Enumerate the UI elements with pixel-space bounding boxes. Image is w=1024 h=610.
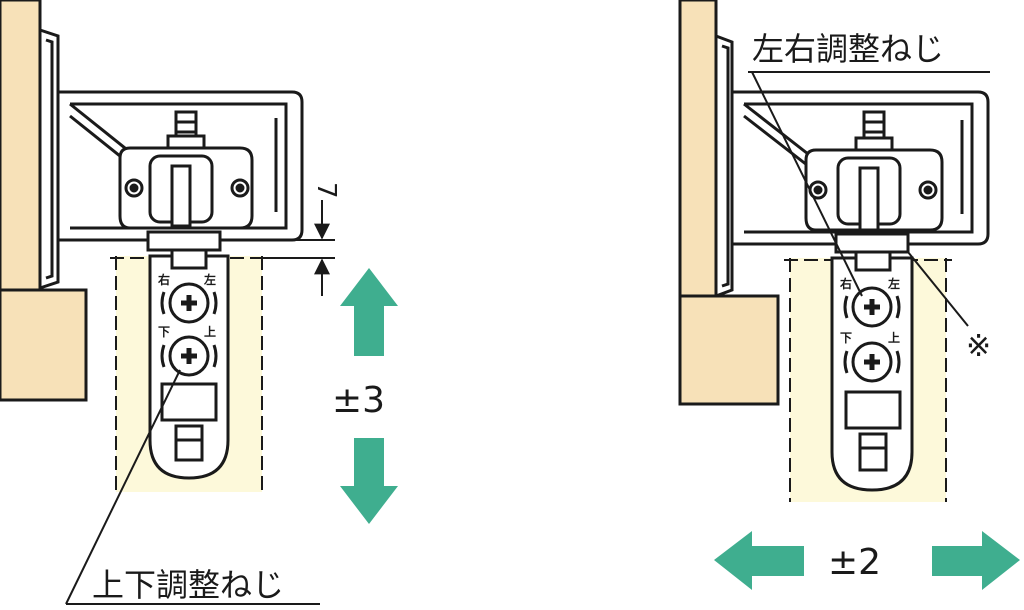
vertical-screw-label: 上下調整ねじ (92, 566, 284, 604)
vertical-range-label: ±3 (332, 380, 385, 421)
vertical-screw-icon (160, 335, 218, 377)
horizontal-screw-icon-right (843, 286, 901, 328)
note-mark: ※ (966, 329, 991, 364)
screw-mark-up-2: 上 (888, 330, 900, 345)
screw-mark-right-2: 右 (839, 276, 852, 291)
note-leader (907, 251, 969, 327)
screw-mark-left: 左 (203, 272, 216, 287)
horizontal-adjustment-diagram: 右 左 下 上 左右調整ねじ ※ ±2 (678, 0, 1020, 590)
horizontal-range-label: ±2 (828, 542, 881, 583)
screw-mark-left-2: 左 (887, 276, 900, 291)
hinge-block (118, 110, 254, 252)
vertical-arrows (340, 268, 398, 524)
hinge-block-right (804, 110, 944, 254)
dimension-line (262, 200, 335, 296)
right-arrow-icon (932, 531, 1020, 590)
mounting-plate-right (715, 34, 734, 298)
horizontal-screw-label: 左右調整ねじ (752, 30, 944, 68)
mounting-plate (39, 28, 60, 290)
up-arrow-icon (340, 268, 398, 356)
screw-mark-down: 下 (158, 325, 170, 339)
screw-mark-down-2: 下 (840, 331, 852, 345)
wall-frame-right (678, 0, 780, 406)
dimension-value: 7 (311, 182, 341, 199)
horizontal-screw-icon (160, 282, 218, 324)
down-arrow-icon (340, 438, 398, 524)
vertical-screw-icon-right (843, 341, 901, 383)
vertical-screw-leader (65, 369, 320, 605)
left-arrow-icon (714, 531, 804, 590)
horizontal-screw-leader (748, 71, 990, 297)
screw-mark-right: 右 (157, 272, 170, 287)
wall-frame (0, 0, 88, 402)
vertical-adjustment-diagram: 右 左 下 上 7 ±3 (0, 0, 398, 605)
horizontal-arrows (714, 531, 1020, 590)
screw-mark-up: 上 (204, 324, 216, 339)
